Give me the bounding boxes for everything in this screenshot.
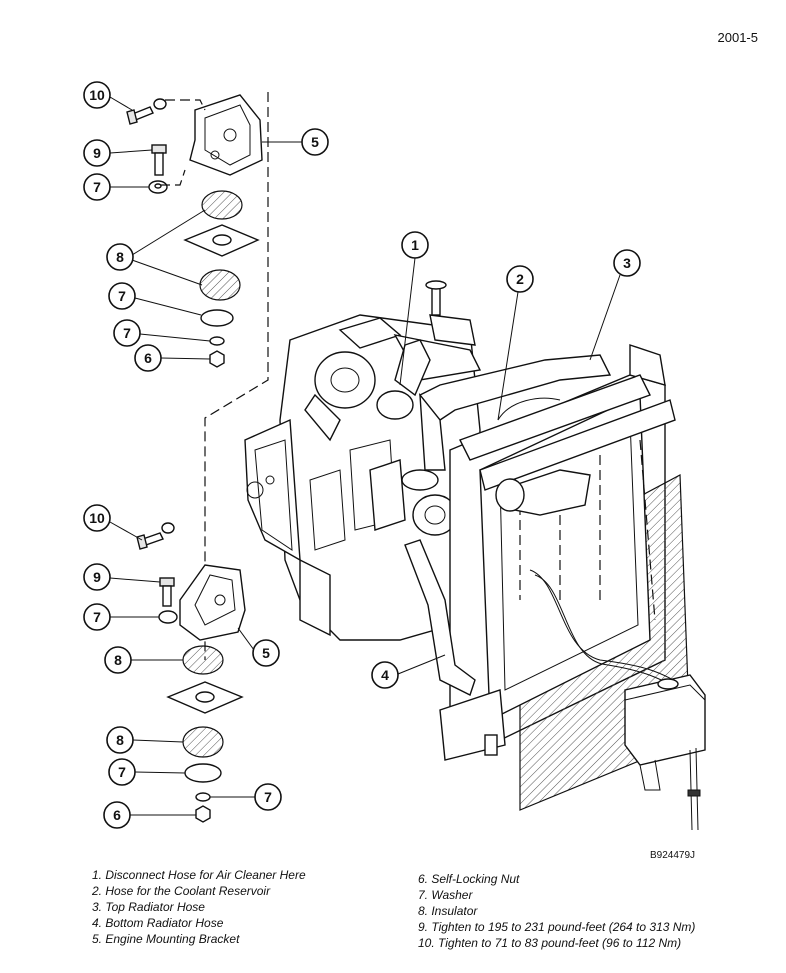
upper-bolt-9	[151, 144, 167, 176]
lower-washer-7-small	[195, 792, 211, 802]
legend-item-8: 8. Insulator	[418, 904, 478, 918]
legend-right: 6. Self-Locking Nut 7. Washer 8. Insulat…	[418, 871, 695, 951]
svg-text:7: 7	[118, 764, 126, 780]
legend-item-9: 9. Tighten to 195 to 231 pound-feet (264…	[418, 920, 696, 934]
upper-washer-7-large	[200, 309, 234, 327]
upper-nut-6	[209, 350, 225, 368]
svg-text:9: 9	[93, 569, 101, 585]
svg-text:5: 5	[262, 645, 270, 661]
upper-insulator-8-bottom	[199, 269, 241, 301]
svg-text:6: 6	[113, 807, 121, 823]
callout-7-lower-c: 7	[254, 783, 282, 811]
callout-6-upper: 6	[134, 344, 162, 372]
svg-text:4: 4	[381, 667, 389, 683]
upper-washer-7-small	[209, 336, 225, 346]
upper-bolt-10	[126, 98, 167, 125]
svg-text:7: 7	[123, 325, 131, 341]
callout-3-top-radiator-hose: 3	[613, 249, 641, 277]
svg-text:1: 1	[411, 237, 419, 253]
lower-nut-6	[195, 805, 211, 823]
svg-text:10: 10	[89, 87, 105, 103]
callout-7-upper-c: 7	[113, 319, 141, 347]
legend-item-2: 2. Hose for the Coolant Reservoir	[92, 884, 271, 898]
radiator-assembly	[404, 344, 691, 811]
svg-text:9: 9	[93, 145, 101, 161]
callout-7-upper-a: 7	[83, 173, 111, 201]
callout-6-lower: 6	[103, 801, 131, 829]
svg-text:2: 2	[516, 271, 524, 287]
callout-5-lower: 5	[252, 639, 280, 667]
svg-text:8: 8	[116, 249, 124, 265]
svg-text:7: 7	[264, 789, 272, 805]
callout-2-coolant-reservoir-hose: 2	[506, 265, 534, 293]
callout-8-upper: 8	[106, 243, 134, 271]
lower-insulator-8-bottom	[182, 726, 224, 758]
callout-8-lower-b: 8	[106, 726, 134, 754]
upper-spacer-plate	[183, 224, 260, 257]
upper-washer-7	[148, 180, 168, 194]
callout-4-bottom-radiator-hose: 4	[371, 661, 399, 689]
upper-bracket-5	[189, 94, 263, 176]
lower-insulator-8-top	[182, 645, 224, 675]
callout-9-upper: 9	[83, 139, 111, 167]
svg-text:6: 6	[144, 350, 152, 366]
lower-washer-7	[158, 610, 178, 624]
lower-bolt-9	[159, 577, 175, 607]
svg-text:7: 7	[118, 288, 126, 304]
legend-item-10: 10. Tighten to 71 to 83 pound-feet (96 t…	[418, 936, 682, 950]
callout-10-lower: 10	[83, 504, 111, 532]
page-number: 2001-5	[717, 30, 758, 45]
callout-7-lower-a: 7	[83, 603, 111, 631]
upper-insulator-8-top	[201, 190, 243, 220]
legend-item-7: 7. Washer	[418, 888, 473, 902]
legend-item-6: 6. Self-Locking Nut	[418, 872, 520, 886]
lower-bracket-5	[179, 564, 246, 641]
svg-text:8: 8	[116, 732, 124, 748]
svg-text:3: 3	[623, 255, 631, 271]
callout-1-air-cleaner-hose: 1	[401, 231, 429, 259]
callout-10-upper: 10	[83, 81, 111, 109]
svg-text:7: 7	[93, 609, 101, 625]
callout-7-upper-b: 7	[108, 282, 136, 310]
lower-washer-7-large	[184, 763, 222, 783]
callout-8-lower-a: 8	[104, 646, 132, 674]
callout-9-lower: 9	[83, 563, 111, 591]
coolant-reservoir	[624, 674, 706, 831]
lower-bolt-10	[136, 522, 175, 550]
svg-text:8: 8	[114, 652, 122, 668]
callout-7-lower-b: 7	[108, 758, 136, 786]
svg-text:10: 10	[89, 510, 105, 526]
legend-item-5: 5. Engine Mounting Bracket	[92, 932, 240, 946]
legend-item-1: 1. Disconnect Hose for Air Cleaner Here	[92, 868, 306, 882]
lower-spacer-plate	[166, 681, 244, 714]
legend-item-3: 3. Top Radiator Hose	[92, 900, 205, 914]
svg-text:7: 7	[93, 179, 101, 195]
legend-item-4: 4. Bottom Radiator Hose	[92, 916, 224, 930]
figure-id: B924479J	[650, 850, 696, 861]
svg-text:5: 5	[311, 134, 319, 150]
callout-5-upper: 5	[301, 128, 329, 156]
legend-left: 1. Disconnect Hose for Air Cleaner Here …	[92, 867, 306, 947]
